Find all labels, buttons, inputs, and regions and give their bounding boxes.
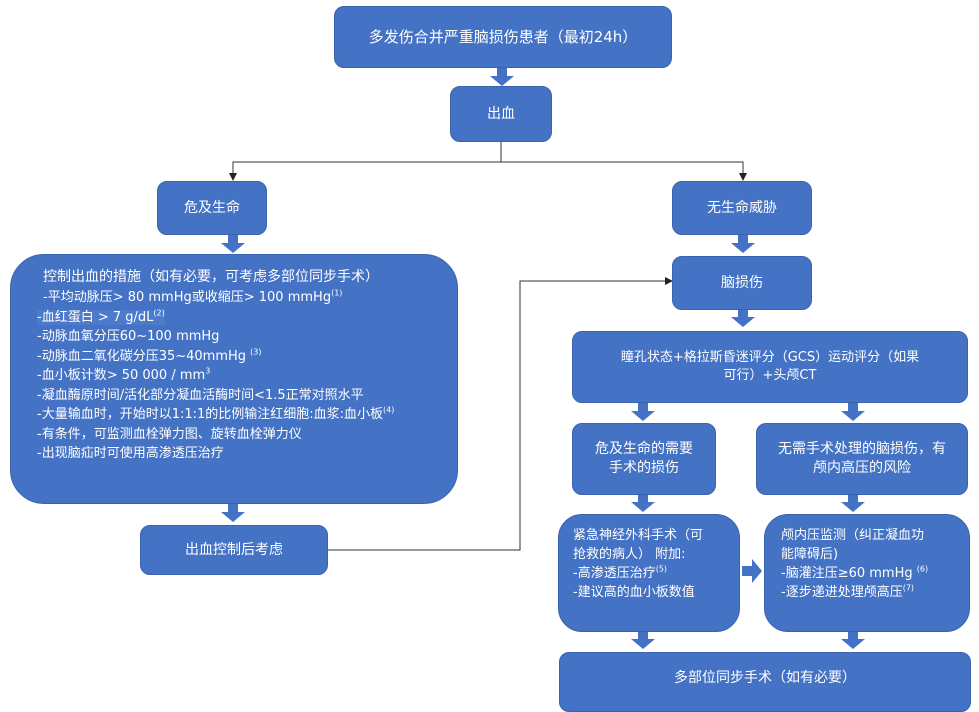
control-measure-item: -大量输血时，开始时以1:1:1的比例输注红细胞:血浆:血小板(4): [37, 405, 395, 422]
node-multi-surgery: 多部位同步手术（如有必要）: [559, 652, 971, 712]
node-multi-surgery-label: 多部位同步手术（如有必要）: [674, 669, 856, 686]
block-arrow-down: [221, 234, 245, 253]
non-surgical-line-2: 颅内高压的风险: [813, 460, 911, 476]
block-arrow-down: [631, 630, 655, 649]
node-non-surgical: 无需手术处理的脑损伤，有 颅内高压的风险: [756, 423, 968, 495]
control-measure-item: -出现脑疝时可使用高渗透压治疗: [37, 446, 224, 461]
node-life-threat-label: 危及生命: [184, 199, 240, 216]
assessment-line-2: 可行）+头颅CT: [723, 368, 817, 383]
surgical-injury-line-2: 手术的损伤: [609, 460, 679, 476]
block-arrow-right: [742, 559, 762, 583]
node-no-life-threat-label: 无生命威胁: [707, 199, 777, 216]
control-measure-item: -凝血酶原时间/活化部分凝血活酶时间<1.5正常对照水平: [37, 387, 364, 403]
connector-to-life-threat: [229, 161, 501, 181]
node-surgical-injury: 危及生命的需要 手术的损伤: [572, 423, 716, 495]
block-arrow-down: [221, 503, 245, 522]
node-brain-injury-label: 脑损伤: [721, 274, 763, 291]
surgical-injury-line-1: 危及生命的需要: [595, 441, 693, 458]
connector-to-no-life-threat: [501, 161, 747, 181]
node-top: 多发伤合并严重脑损伤患者（最初24h）: [334, 6, 672, 68]
block-arrow-down: [490, 67, 514, 86]
icp-line-1: 颅内压监测（纠正凝血功: [781, 528, 925, 543]
block-arrow-down: [731, 234, 755, 253]
block-arrow-down: [731, 308, 755, 327]
control-measures-title: 控制出血的措施（如有必要，可考虑多部位同步手术）: [43, 269, 379, 285]
block-arrow-down: [841, 493, 865, 512]
node-bleeding: 出血: [450, 86, 552, 142]
node-life-threat: 危及生命: [157, 181, 267, 235]
node-top-label: 多发伤合并严重脑损伤患者（最初24h）: [368, 27, 638, 46]
node-neurosurgery: 紧急神经外科手术（可 抢救的病人） 附加: -高渗透压治疗(5) -建议高的血小…: [558, 514, 740, 632]
icp-item: -脑灌注压≥60 mmHg (6): [781, 564, 929, 581]
control-measure-item: -动脉血二氧化碳分压35~40mmHg (3): [37, 347, 262, 364]
control-measure-item: -血小板计数> 50 000 / mm3: [37, 366, 211, 383]
icp-line-2: 能障碍后): [781, 546, 839, 562]
node-bleeding-label: 出血: [487, 105, 515, 122]
control-measure-item: -平均动脉压> 80 mmHg或收缩压> 100 mmHg(1): [43, 288, 343, 305]
block-arrow-down: [841, 402, 865, 421]
node-assessment: 瞳孔状态+格拉斯昏迷评分（GCS）运动评分（如果 可行）+头颅CT: [572, 331, 968, 403]
node-control-measures: 控制出血的措施（如有必要，可考虑多部位同步手术） -平均动脉压> 80 mmHg…: [10, 254, 458, 504]
node-brain-injury: 脑损伤: [672, 256, 812, 310]
node-after-control-label: 出血控制后考虑: [185, 541, 283, 558]
neurosurgery-line-2: 抢救的病人） 附加:: [573, 546, 686, 562]
connector-after-control-to-brain: [328, 277, 673, 551]
block-arrows: [221, 67, 865, 649]
neurosurgery-line-1: 紧急神经外科手术（可: [573, 528, 704, 543]
control-measure-item: -有条件，可监测血栓弹力图、旋转血栓弹力仪: [37, 426, 302, 442]
non-surgical-line-1: 无需手术处理的脑损伤，有: [778, 441, 946, 458]
assessment-line-1: 瞳孔状态+格拉斯昏迷评分（GCS）运动评分（如果: [620, 350, 920, 366]
neurosurgery-item: -高渗透压治疗(5): [573, 564, 668, 581]
node-after-control: 出血控制后考虑: [140, 525, 328, 575]
control-measure-item: -动脉血氧分压60~100 mmHg: [37, 329, 220, 344]
block-arrow-down: [631, 493, 655, 512]
block-arrow-down: [841, 630, 865, 649]
node-icp-monitoring: 颅内压监测（纠正凝血功 能障碍后) -脑灌注压≥60 mmHg (6) -逐步递…: [764, 514, 970, 632]
node-no-life-threat: 无生命威胁: [672, 181, 812, 235]
neurosurgery-item: -建议高的血小板数值: [573, 584, 695, 600]
control-measure-item: -血红蛋白 > 7 g/dL(2): [37, 308, 165, 325]
block-arrow-down: [631, 402, 655, 421]
icp-item: -逐步递进处理颅高压(7): [781, 583, 915, 600]
